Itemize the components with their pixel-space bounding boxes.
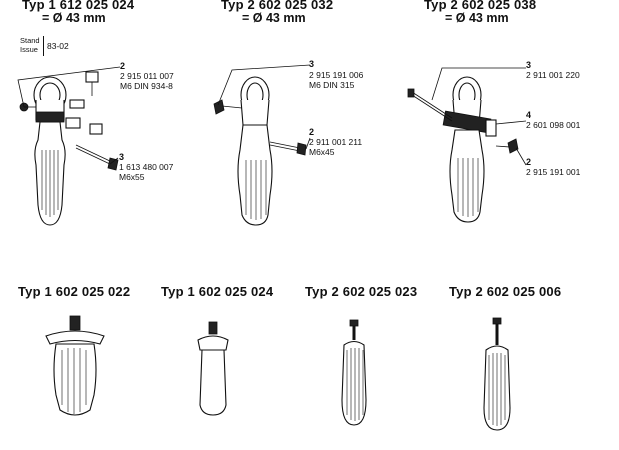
- part-spec: M6x55: [119, 172, 145, 182]
- callout-number: 3: [309, 59, 315, 69]
- type-label-5: Typ 1 602 025 024: [161, 284, 274, 299]
- issue-label: Issue: [20, 45, 38, 54]
- type-label-2: Typ 2 602 025 032: [221, 0, 334, 12]
- stand-divider: [43, 36, 44, 56]
- diameter-label-3: = Ø 43 mm: [445, 11, 509, 25]
- part-number: 2 915 191 006: [309, 70, 364, 80]
- part-spec: M6x45: [309, 147, 335, 157]
- stand-issue-value: 83-02: [47, 41, 69, 51]
- part-number: 2 915 191 001: [526, 167, 581, 177]
- grip-3-drawing: [341, 319, 367, 426]
- part-number: 2 915 011 007: [120, 71, 174, 81]
- grip-1-drawing: [45, 315, 105, 416]
- part-number: 2 911 001 211: [309, 137, 363, 147]
- type-label-1: Typ 1 612 025 024: [22, 0, 135, 12]
- grip-4-drawing: [483, 317, 511, 431]
- callout-number: 3: [526, 60, 532, 70]
- part-number: 2 911 001 220: [526, 70, 580, 80]
- grip-2-drawing: [197, 321, 229, 416]
- diameter-label-2: = Ø 43 mm: [242, 11, 306, 25]
- type-label-3: Typ 2 602 025 038: [424, 0, 537, 12]
- type-label-7: Typ 2 602 025 006: [449, 284, 562, 299]
- callout-number: 3: [119, 152, 125, 162]
- handle-1-drawing: [17, 66, 121, 226]
- stand-issue-block: Stand Issue 83-02: [20, 36, 100, 58]
- part-number: 1 613 480 007: [119, 162, 174, 172]
- callout-number: 2: [526, 157, 532, 167]
- callout-number: 2: [120, 61, 126, 71]
- part-spec: M6 DIN 315: [309, 80, 355, 90]
- stand-label: Stand: [20, 36, 40, 45]
- part-number: 2 601 098 001: [526, 120, 581, 130]
- diameter-label-1: = Ø 43 mm: [42, 11, 106, 25]
- type-label-6: Typ 2 602 025 023: [305, 284, 418, 299]
- callout-number: 2: [309, 127, 315, 137]
- handle-3-drawing: [407, 67, 527, 223]
- type-label-4: Typ 1 602 025 022: [18, 284, 131, 299]
- handle-2-drawing: [213, 64, 311, 226]
- callout-number: 4: [526, 110, 532, 120]
- part-spec: M6 DIN 934-8: [120, 81, 173, 91]
